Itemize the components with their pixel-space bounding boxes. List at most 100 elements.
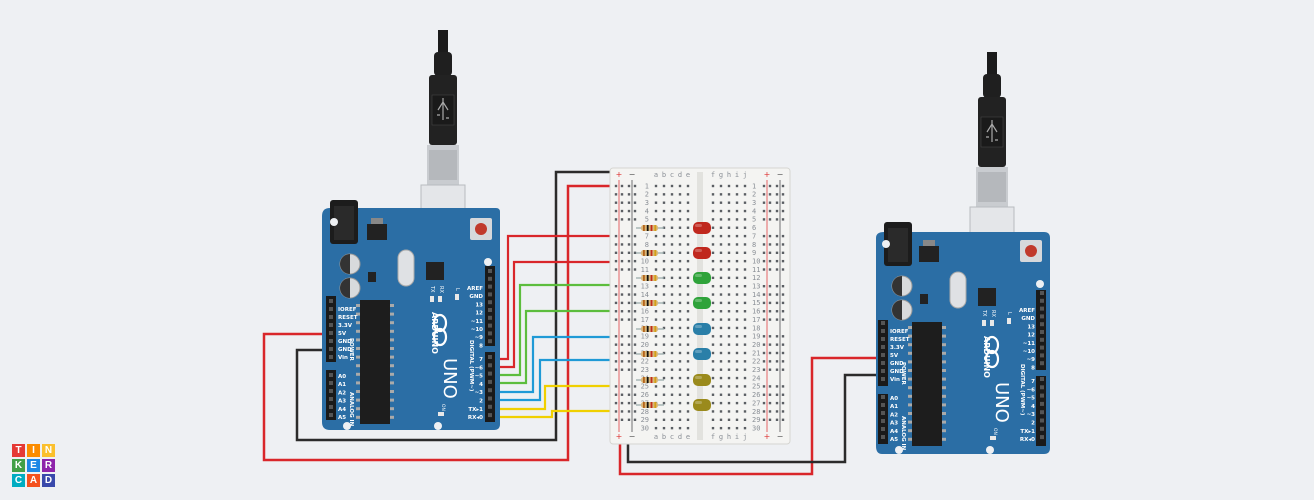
digital-pin-label: ~9 (475, 335, 484, 341)
wire-pin3[interactable] (490, 335, 640, 394)
wire-5v-red[interactable] (262, 184, 620, 462)
resistor[interactable] (636, 275, 664, 281)
row-label: 23 (641, 366, 649, 374)
digital-pin-label: 12 (1027, 333, 1035, 339)
arduino-uno-left[interactable]: IOREFRESET3.3V5VGNDGNDVinA0A1A2A3A4A5ARE… (322, 29, 500, 430)
arduino-uno-right[interactable]: IOREFRESET3.3V5VGNDGNDVinA0A1A2A3A4A5ARE… (876, 51, 1050, 454)
analog-pin-label: A4 (890, 429, 898, 435)
digital-pin-label: 8 (1031, 365, 1035, 371)
row-label: 3 (645, 199, 649, 207)
logo-letter: R (42, 459, 55, 472)
col-label: g (719, 171, 723, 179)
power-label-left: POWER (348, 338, 354, 362)
col-label: e (686, 171, 690, 179)
led-red[interactable] (693, 247, 711, 259)
usb-cable-right[interactable] (969, 51, 1015, 248)
row-label: 25 (752, 383, 760, 391)
row-label: 11 (641, 266, 649, 274)
usb-cable-left[interactable] (420, 29, 466, 226)
row-label: 19 (752, 333, 760, 341)
digital-pin-label: RX◂0 (1020, 437, 1035, 443)
resistor[interactable] (636, 250, 664, 256)
led-yellow[interactable] (693, 399, 711, 411)
arduino-model-left: UNO (439, 358, 460, 399)
row-label: 22 (752, 358, 760, 366)
analog-label-right: ANALOG IN (900, 416, 906, 451)
on-label-right: ON (992, 428, 998, 435)
digital-pin-label: AREF (1019, 308, 1035, 314)
arduino-logo-right (984, 335, 1000, 369)
row-label: 13 (752, 283, 760, 291)
arduino-brand-left: ARDUINO (430, 312, 439, 354)
row-label: 23 (752, 366, 760, 374)
led-blue[interactable] (693, 323, 711, 335)
col-label: b (662, 433, 666, 441)
resistor[interactable] (636, 326, 664, 332)
row-label: 28 (641, 408, 649, 416)
digital-pin-label: AREF (467, 286, 483, 292)
led-red[interactable] (693, 222, 711, 234)
wire-pin1[interactable] (490, 384, 640, 411)
digital-pin-label: GND (469, 294, 483, 300)
resistor[interactable] (636, 300, 664, 306)
resistor[interactable] (636, 402, 664, 408)
led-blue[interactable] (693, 348, 711, 360)
wire-right-5v[interactable] (618, 356, 885, 476)
resistor[interactable] (636, 351, 664, 357)
power-pin-label: RESET (890, 337, 910, 343)
analog-pin-label: A5 (890, 437, 898, 443)
digital-pin-label: ~6 (475, 365, 484, 371)
led-yellow[interactable] (693, 374, 711, 386)
resistor[interactable] (636, 377, 664, 383)
wire-pin5[interactable] (490, 283, 640, 377)
row-label: 10 (752, 257, 760, 265)
row-label: 15 (752, 299, 760, 307)
row-label: 24 (752, 374, 760, 382)
rail-label: − (629, 432, 636, 441)
digital-pin-label: TX▸1 (1020, 429, 1035, 435)
row-label: 12 (752, 274, 760, 282)
digital-pin-label: 2 (1031, 421, 1035, 427)
wire-pin0[interactable] (490, 409, 640, 419)
wire-right-gnd[interactable] (626, 373, 885, 464)
analog-pin-label: A3 (338, 399, 346, 405)
logo-letter: E (27, 459, 40, 472)
row-label: 7 (752, 232, 756, 240)
row-label: 8 (752, 241, 756, 249)
row-label: 5 (645, 216, 649, 224)
led-green[interactable] (693, 297, 711, 309)
wire-pin6[interactable] (490, 260, 640, 369)
digital-pin-label: ~5 (1027, 396, 1036, 402)
rail-label: − (777, 432, 784, 441)
digital-pin-label: 13 (1027, 324, 1035, 330)
l-label-right: L (1006, 312, 1012, 315)
digital-pin-label: ~11 (1023, 341, 1035, 347)
rail-label: − (629, 170, 636, 179)
analog-pin-label: A2 (338, 390, 346, 396)
row-label: 21 (752, 349, 760, 357)
analog-pin-label: A0 (338, 374, 346, 380)
rail-label: − (777, 170, 784, 179)
resistor[interactable] (636, 225, 664, 231)
row-label: 29 (752, 416, 760, 424)
digital-pin-label: ~3 (475, 390, 484, 396)
rail-label: + (764, 170, 771, 179)
digital-pin-label: 12 (475, 311, 483, 317)
power-label-right: POWER (900, 362, 906, 386)
row-label: 13 (641, 283, 649, 291)
row-label: 5 (752, 216, 756, 224)
col-label: h (727, 433, 731, 441)
row-label: 30 (752, 424, 760, 432)
power-pin-label: IOREF (890, 329, 909, 335)
leds (693, 222, 711, 411)
analog-pin-label: A3 (890, 421, 898, 427)
led-green[interactable] (693, 272, 711, 284)
row-label: 2 (645, 191, 649, 199)
row-label: 14 (752, 291, 760, 299)
wire-pin4[interactable] (490, 309, 640, 385)
row-label: 29 (641, 416, 649, 424)
digital-pin-label: ~3 (1027, 412, 1036, 418)
wire-pin2[interactable] (490, 358, 640, 402)
